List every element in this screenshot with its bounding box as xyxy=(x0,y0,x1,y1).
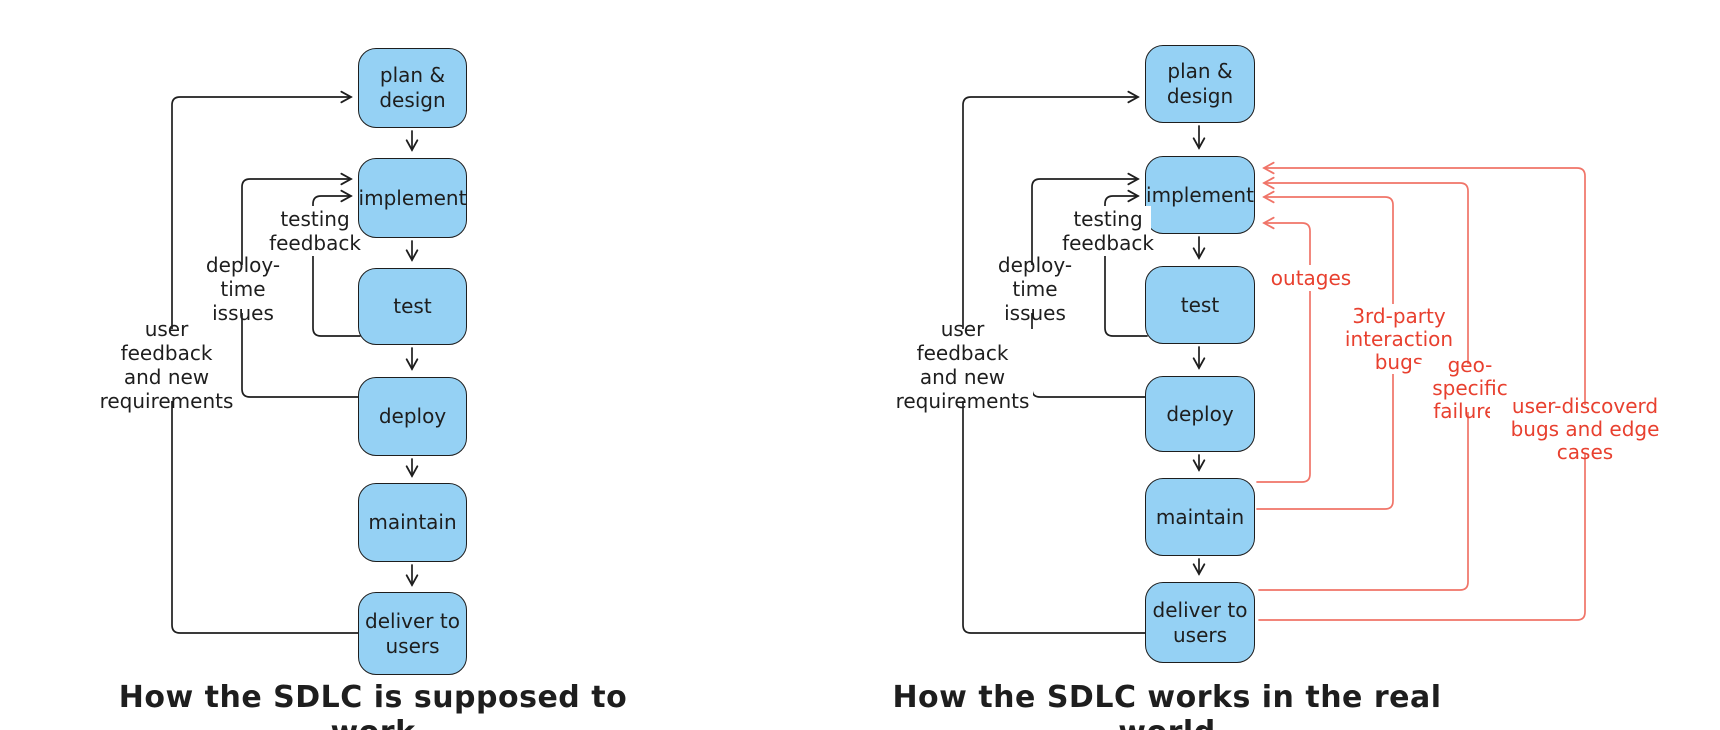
label-testing-feedback-right: testing feedback xyxy=(1062,206,1154,256)
caption-right: How the SDLC works in the real world xyxy=(892,680,1442,730)
label-user-feedback-right: user feedback and new requirements xyxy=(892,317,1033,413)
node-plan-design-right: plan & design xyxy=(1145,45,1255,123)
label-outages: outages xyxy=(1270,265,1352,291)
edge-red-outages xyxy=(1256,216,1311,483)
node-test-right: test xyxy=(1145,266,1255,344)
node-maintain-left: maintain xyxy=(358,483,467,562)
edge-red-user-discovered-bugs xyxy=(1258,161,1586,621)
label-user-feedback-left: user feedback and new requirements xyxy=(96,317,237,413)
label-deploy-time-issues-left: deploy-time issues xyxy=(190,253,296,325)
node-deploy-right: deploy xyxy=(1145,376,1255,452)
node-plan-design-left: plan & design xyxy=(358,48,467,128)
label-geo-specific-failures: geo-specific failures xyxy=(1411,353,1529,422)
node-deliver-right: deliver to users xyxy=(1145,582,1255,663)
label-testing-feedback-left: testing feedback xyxy=(269,206,361,256)
node-implement-right: implement xyxy=(1145,156,1255,234)
edge-left-testing-feedback xyxy=(312,189,361,337)
edge-right-testing-feedback xyxy=(1104,189,1148,337)
label-deploy-time-issues-right: deploy-time issues xyxy=(982,253,1088,325)
node-test-left: test xyxy=(358,268,467,345)
caption-left: How the SDLC is supposed to work xyxy=(118,680,628,730)
label-user-discovered-bugs: user-discoverd bugs and edge cases xyxy=(1490,394,1680,463)
node-implement-left: implement xyxy=(358,158,467,238)
node-maintain-right: maintain xyxy=(1145,478,1255,556)
node-deploy-left: deploy xyxy=(358,377,467,456)
label-third-party-bugs: 3rd-party interaction bugs xyxy=(1343,303,1455,374)
node-deliver-left: deliver to users xyxy=(358,592,467,675)
